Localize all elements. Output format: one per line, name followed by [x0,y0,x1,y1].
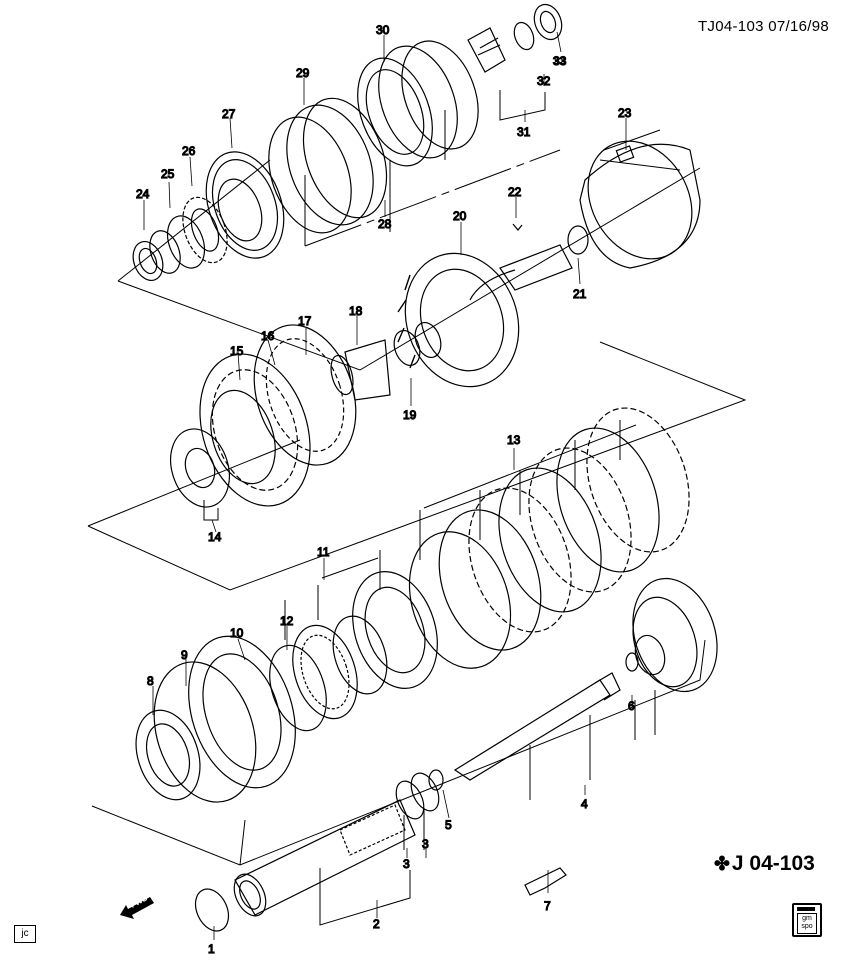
reaction-carrier-assembly [135,550,438,803]
frame-outlines [87,149,747,866]
callout-18: 18 [349,304,363,318]
callout-5: 5 [445,818,452,832]
callout-3a: 3 [403,857,410,871]
callout-11: 11 [317,545,330,559]
document-id: TJ04-103 07/16/98 [697,18,829,35]
gm-spo-badge-icon: gm spo [792,903,822,937]
callout-9: 9 [181,648,188,662]
callout-17: 17 [298,314,312,328]
callout-10: 10 [230,626,244,640]
clutch-plate-pack [408,407,690,669]
callout-15: 15 [230,344,244,358]
callout-2: 2 [373,917,380,931]
callout-27: 27 [222,107,236,121]
callout-20: 20 [453,209,467,223]
callout-19: 19 [403,408,417,422]
callout-1: 1 [208,942,215,956]
callout-31: 31 [517,125,531,139]
callout-14: 14 [208,530,222,544]
drum-and-clutch-housing [330,129,701,401]
callout-16: 16 [261,329,275,343]
output-shaft-assembly [428,577,718,800]
catalog-code-text: J 04-103 [731,852,815,875]
callout-6: 6 [628,699,635,713]
callout-13: 13 [507,433,521,447]
callout-4: 4 [581,797,588,811]
callout-28: 28 [378,217,392,231]
leader-lines [143,31,633,940]
callout-12: 12 [280,614,294,628]
callout-23: 23 [618,106,632,120]
planetary-carrier-assembly [170,324,357,521]
catalog-symbol-icon: ✤ [714,854,730,875]
callout-22: 22 [508,185,522,199]
callout-32: 32 [537,74,551,88]
callout-25: 25 [161,167,175,181]
forward-arrow-icon: FWD [118,893,156,924]
callout-33: 33 [553,54,567,68]
callout-numbers: 1 2 3 3 4 5 6 7 8 9 10 11 12 13 14 15 16… [135,22,635,956]
callout-8: 8 [147,674,154,688]
callout-3b: 3 [422,837,429,851]
catalog-code: ✤J 04-103 [714,852,815,876]
callout-24: 24 [136,187,150,201]
callout-21: 21 [573,287,587,301]
callout-7: 7 [544,899,551,913]
callout-26: 26 [182,144,196,158]
input-shaft-assembly [194,772,567,932]
callout-30: 30 [376,23,390,37]
corner-mark: jc [14,925,36,943]
callout-29: 29 [296,66,310,80]
upper-clutch-assembly [132,3,563,281]
badge-label: gm spo [797,913,817,934]
badge-top-bar [797,907,815,911]
